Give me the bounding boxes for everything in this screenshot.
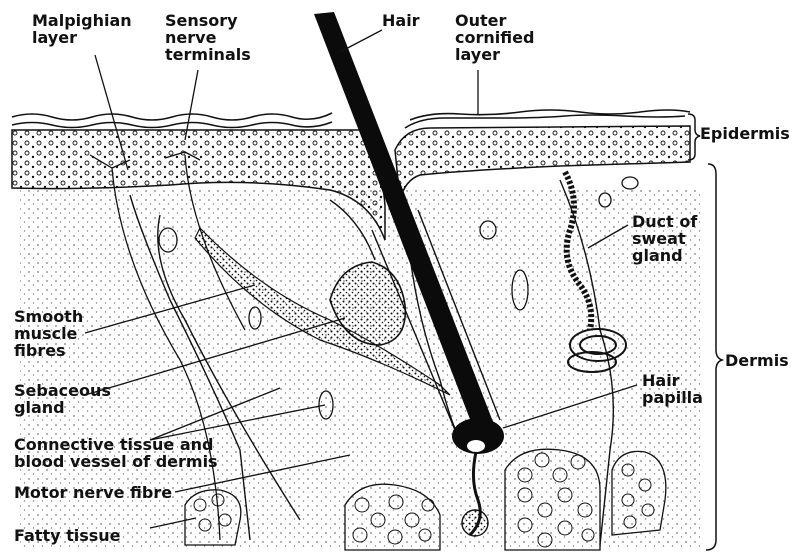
hair-papilla-core bbox=[467, 440, 485, 452]
label-duct-of-sweat-gland: Duct of sweat gland bbox=[632, 213, 697, 264]
label-sensory-nerve-terminals: Sensory nerve terminals bbox=[165, 12, 251, 63]
label-motor-nerve-fibre: Motor nerve fibre bbox=[14, 484, 172, 501]
label-hair: Hair bbox=[382, 12, 420, 29]
papilla-knot bbox=[462, 510, 488, 536]
label-connective-tissue: Connective tissue and blood vessel of de… bbox=[14, 436, 218, 470]
label-outer-cornified-layer: Outer cornified layer bbox=[455, 12, 534, 63]
dermis-bracket bbox=[706, 164, 722, 550]
label-epidermis: Epidermis bbox=[700, 125, 790, 142]
epidermis-right bbox=[395, 126, 690, 200]
label-fatty-tissue: Fatty tissue bbox=[14, 527, 121, 544]
label-smooth-muscle-fibres: Smooth muscle fibres bbox=[14, 308, 83, 359]
label-malpighian-layer: Malpighian layer bbox=[32, 12, 132, 46]
label-dermis: Dermis bbox=[725, 352, 789, 369]
label-hair-papilla: Hair papilla bbox=[642, 372, 703, 406]
label-sebaceous-gland: Sebaceous gland bbox=[14, 382, 111, 416]
